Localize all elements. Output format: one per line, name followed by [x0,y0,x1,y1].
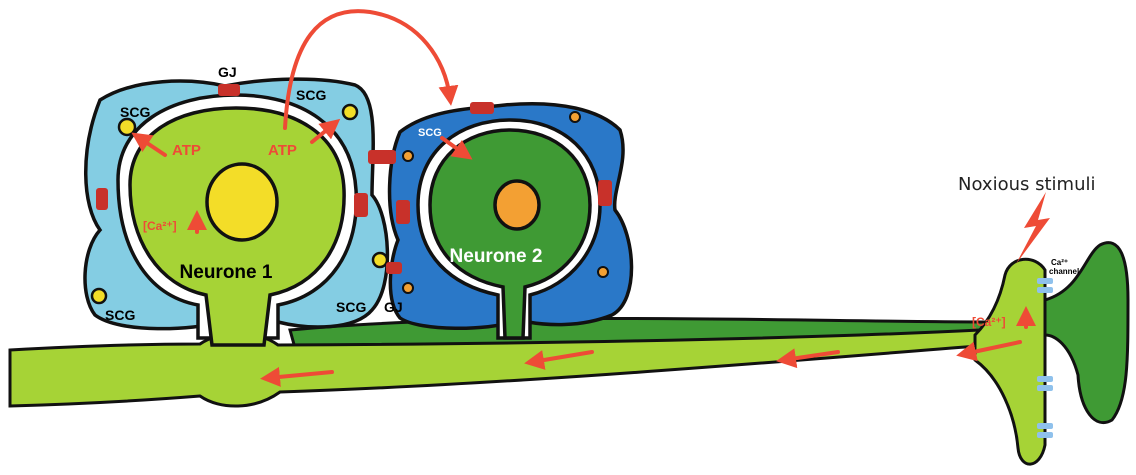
ca-channel-label: channel [1049,267,1079,276]
neurone-1-label: Neurone 1 [180,262,273,283]
scg-nucleus [92,289,106,303]
gap-junction [470,102,494,114]
scg-nucleus [403,283,413,293]
gap-junction [368,150,396,164]
gap-junction [386,262,402,274]
noxious-stimuli-label: Noxious stimuli [958,174,1095,195]
scg-label: SCG [336,299,366,315]
gj-label: GJ [384,299,403,315]
nerve-terminal-light [975,259,1045,464]
scg-nucleus [119,119,135,135]
gap-junction [598,180,612,206]
scg-nucleus [570,112,580,122]
gap-junction [396,200,410,224]
gj-label: GJ [218,64,237,80]
scg-label: SCG [120,104,150,120]
scg-label: SCG [105,307,135,323]
calcium-label: [Ca²⁺] [143,219,177,233]
scg-label: SCG [418,127,442,139]
scg-nucleus [373,253,387,267]
neurone-2-nucleus [495,181,539,229]
gap-junction [354,193,368,217]
calcium-label: [Ca²⁺] [972,315,1006,329]
atp-label: ATP [268,142,297,159]
gap-junction [96,188,108,210]
scg-nucleus [598,267,608,277]
atp-label: ATP [172,142,201,159]
gap-junction [218,84,240,96]
ca-channel-label: Ca²⁺ [1051,258,1068,267]
lightning-bolt-icon [1016,192,1050,264]
scg-label: SCG [296,87,326,103]
scg-nucleus [403,151,413,161]
scg-nucleus [343,105,357,119]
neurone-1-nucleus [207,164,277,240]
neurone-2-label: Neurone 2 [450,246,543,267]
